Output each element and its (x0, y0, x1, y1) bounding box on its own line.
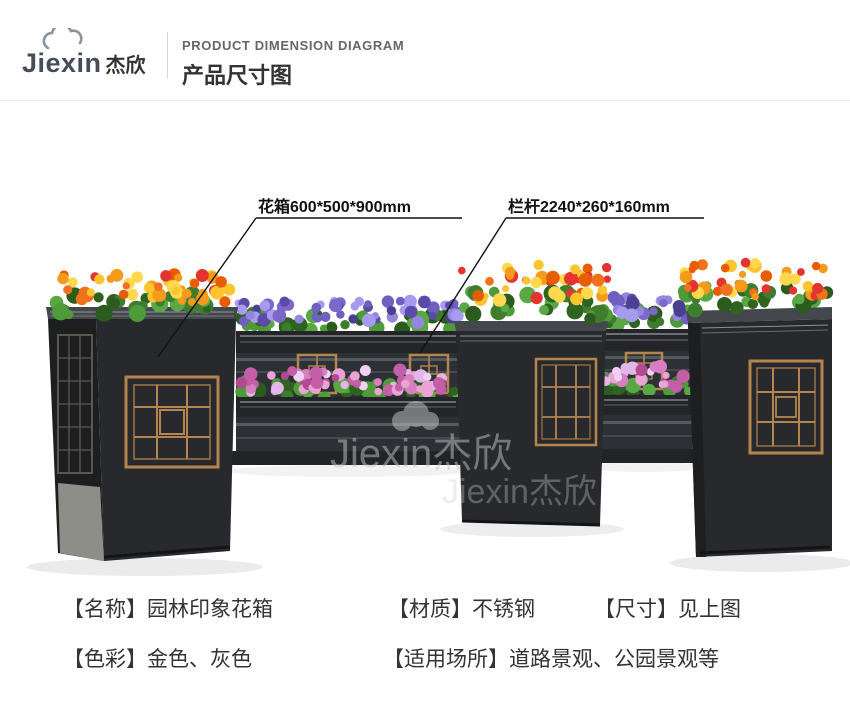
planter-middle (454, 321, 608, 527)
ground-shadow (27, 462, 850, 576)
dimension-label-railing: 栏杆2240*260*160mm (508, 199, 670, 216)
planter-right (686, 307, 832, 557)
spec-usage: 【适用场所】道路景观、公园景观等 (383, 648, 719, 671)
planter-left (46, 307, 238, 561)
spec-material: 【材质】不锈钢 (388, 598, 535, 621)
page-title-zh: 产品尺寸图 (182, 63, 293, 88)
header-rule (0, 100, 850, 101)
rail1-pink-flowers (235, 363, 461, 407)
watermark-text-2: Jiexin杰欣 (442, 473, 597, 511)
dimension-label-flowerbox: 花箱600*500*900mm (258, 199, 411, 216)
dimension-lines (157, 217, 704, 358)
right-marigold-flowers (677, 257, 834, 318)
planter-left-side-lattice (57, 334, 93, 474)
planter-right-lattice (748, 359, 824, 455)
railing-section-2 (595, 291, 694, 463)
logo-cloud-icon (42, 28, 83, 50)
spec-size: 【尺寸】见上图 (594, 598, 741, 621)
logo-brand-cn: 杰欣 (105, 55, 146, 77)
left-marigold-flowers (49, 268, 236, 322)
planter-middle-lattice (534, 357, 598, 447)
spec-name: 【名称】园林印象花箱 (63, 598, 273, 621)
watermark: Jiexin杰欣 (330, 401, 512, 476)
header-divider (167, 32, 168, 78)
rail1-purple-flowers (234, 294, 464, 338)
watermark-text: Jiexin杰欣 (330, 432, 512, 476)
planter-left-lattice (124, 375, 220, 469)
logo-brand-en: Jiexin (22, 48, 102, 78)
middle-marigold-flowers (458, 259, 612, 325)
page-title-en: PRODUCT DIMENSION DIAGRAM (182, 38, 405, 53)
product-illustration: Jiexin杰欣 Jiexin杰欣 (27, 217, 850, 576)
spec-color: 【色彩】金色、灰色 (63, 648, 252, 671)
